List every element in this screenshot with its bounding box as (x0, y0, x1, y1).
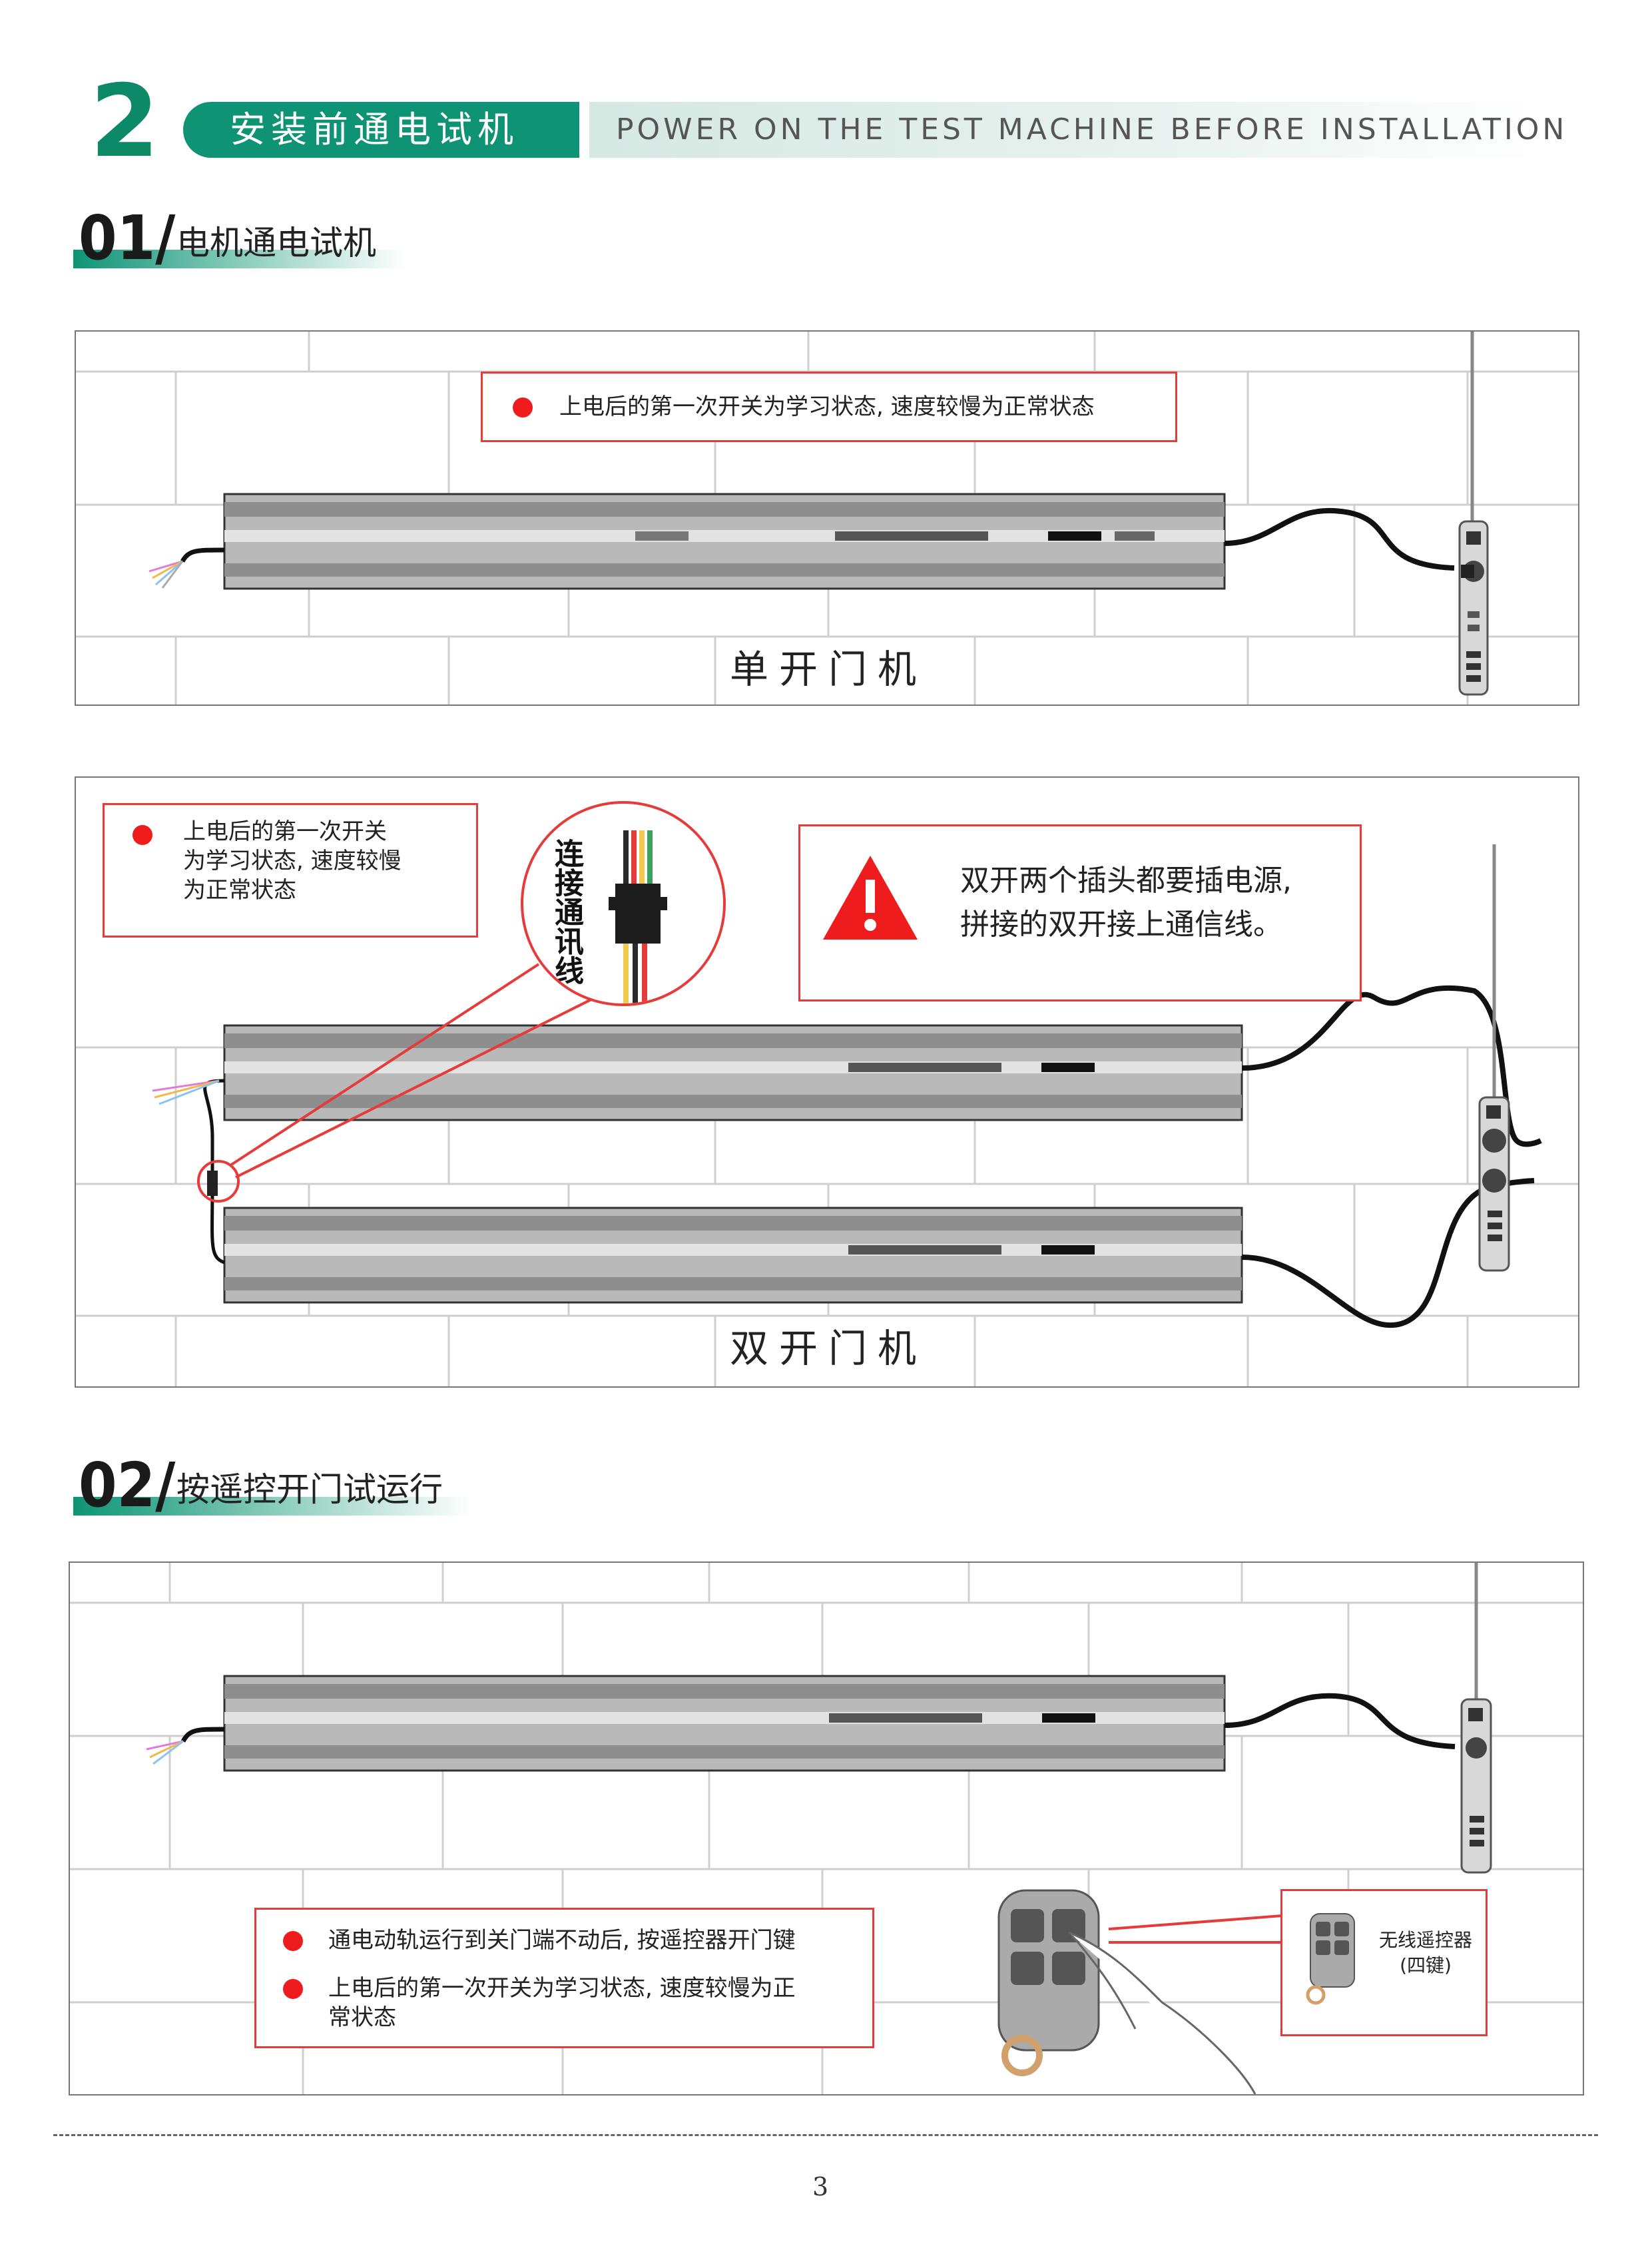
step2-number: 02/ (79, 1450, 176, 1521)
section-title-en: POWER ON THE TEST MACHINE BEFORE INSTALL… (616, 113, 1568, 146)
door-operator-rail-lower (223, 1207, 1243, 1304)
double-door-note-box: 上电后的第一次开关 为学习状态, 速度较慢 为正常状态 (103, 803, 478, 938)
remote-label-box: 无线遥控器 (四键) (1280, 1889, 1488, 2036)
connector-highlight-circle (197, 1160, 240, 1203)
warning-line-1: 双开两个插头都要插电源, (960, 864, 1292, 898)
remote-callout-line (1108, 1914, 1283, 1944)
remote-label-line-2: (四键) (1400, 1954, 1452, 1976)
section-title-en-band (589, 102, 1535, 158)
power-strip (1460, 1563, 1492, 1874)
step1-underline-bar (73, 250, 406, 268)
power-wire-left (180, 1727, 225, 1743)
double-door-caption: 双开门机 (729, 1326, 927, 1371)
warning-line-2: 拼接的双开接上通信线。 (960, 908, 1282, 942)
bullet-dot (283, 1979, 303, 1999)
warning-triangle-icon (823, 856, 918, 940)
double-door-note-line-2: 为学习状态, 速度较慢 (183, 848, 402, 874)
footer-divider (53, 2134, 1598, 2136)
single-door-note-box: 上电后的第一次开关为学习状态, 速度较慢为正常状态 (481, 372, 1177, 442)
panel-single-door: 上电后的第一次开关为学习状态, 速度较慢为正常状态 单开门机 (75, 330, 1579, 706)
section-title-pill (183, 102, 579, 158)
double-door-illustration (76, 844, 1578, 1386)
loose-wires (148, 560, 184, 589)
power-cord-upper (1241, 985, 1542, 1147)
connector-label: 连接通讯线 (549, 838, 583, 985)
step2-title: 按遥控开门试运行 (176, 1470, 443, 1509)
step1-title: 电机通电试机 (176, 224, 376, 262)
remote-note-1: 通电动轨运行到关门端不动后, 按遥控器开门键 (328, 1927, 796, 1954)
warning-box: 双开两个插头都要插电源, 拼接的双开接上通信线。 (798, 824, 1362, 1001)
bullet-dot (133, 825, 152, 845)
callout-line-top (229, 963, 540, 1167)
double-door-note-line-1: 上电后的第一次开关 (183, 818, 387, 845)
bullet-dot (513, 398, 533, 418)
power-strip (1478, 844, 1510, 1272)
power-cord (1224, 507, 1455, 571)
single-door-caption: 单开门机 (729, 647, 927, 692)
power-strip (1458, 332, 1489, 696)
panel-remote-test: 通电动轨运行到关门端不动后, 按遥控器开门键 上电后的第一次开关为学习状态, 速… (69, 1561, 1584, 2096)
remote-label-line-1: 无线遥控器 (1378, 1929, 1472, 1951)
loose-wires (146, 1740, 184, 1765)
remote-note-box: 通电动轨运行到关门端不动后, 按遥控器开门键 上电后的第一次开关为学习状态, 速… (254, 1908, 874, 2048)
remote-note-2-line-2: 常状态 (328, 2004, 396, 2031)
loose-wires (152, 1079, 220, 1105)
power-wire-left (180, 547, 225, 563)
connector-plug (207, 1171, 218, 1196)
door-operator-rail (223, 493, 1226, 590)
step1-number: 01/ (79, 202, 176, 274)
single-door-note: 上电后的第一次开关为学习状态, 速度较慢为正常状态 (559, 394, 1095, 420)
single-door-illustration (76, 332, 1578, 704)
step2-underline-bar (73, 1497, 473, 1516)
wireless-remote-icon (1306, 1913, 1355, 2005)
double-door-note-line-3: 为正常状态 (183, 877, 296, 904)
page-number: 3 (812, 2172, 829, 2201)
panel-double-door: 上电后的第一次开关 为学习状态, 速度较慢 为正常状态 连接通讯线 双开两个插头… (75, 776, 1579, 1388)
bullet-dot (283, 1931, 303, 1951)
door-operator-rail-upper (223, 1024, 1243, 1121)
connector-icon (609, 830, 667, 1003)
remote-note-2-line-1: 上电后的第一次开关为学习状态, 速度较慢为正 (328, 1975, 796, 2002)
connector-magnifier: 连接通讯线 (521, 801, 726, 1006)
callout-line-bottom (235, 989, 609, 1179)
power-cord (1224, 1693, 1456, 1749)
section-title-cn: 安装前通电试机 (230, 109, 519, 150)
section-number: 2 (90, 64, 160, 180)
door-operator-rail (223, 1675, 1226, 1772)
remote-in-hand (997, 1889, 1256, 2094)
